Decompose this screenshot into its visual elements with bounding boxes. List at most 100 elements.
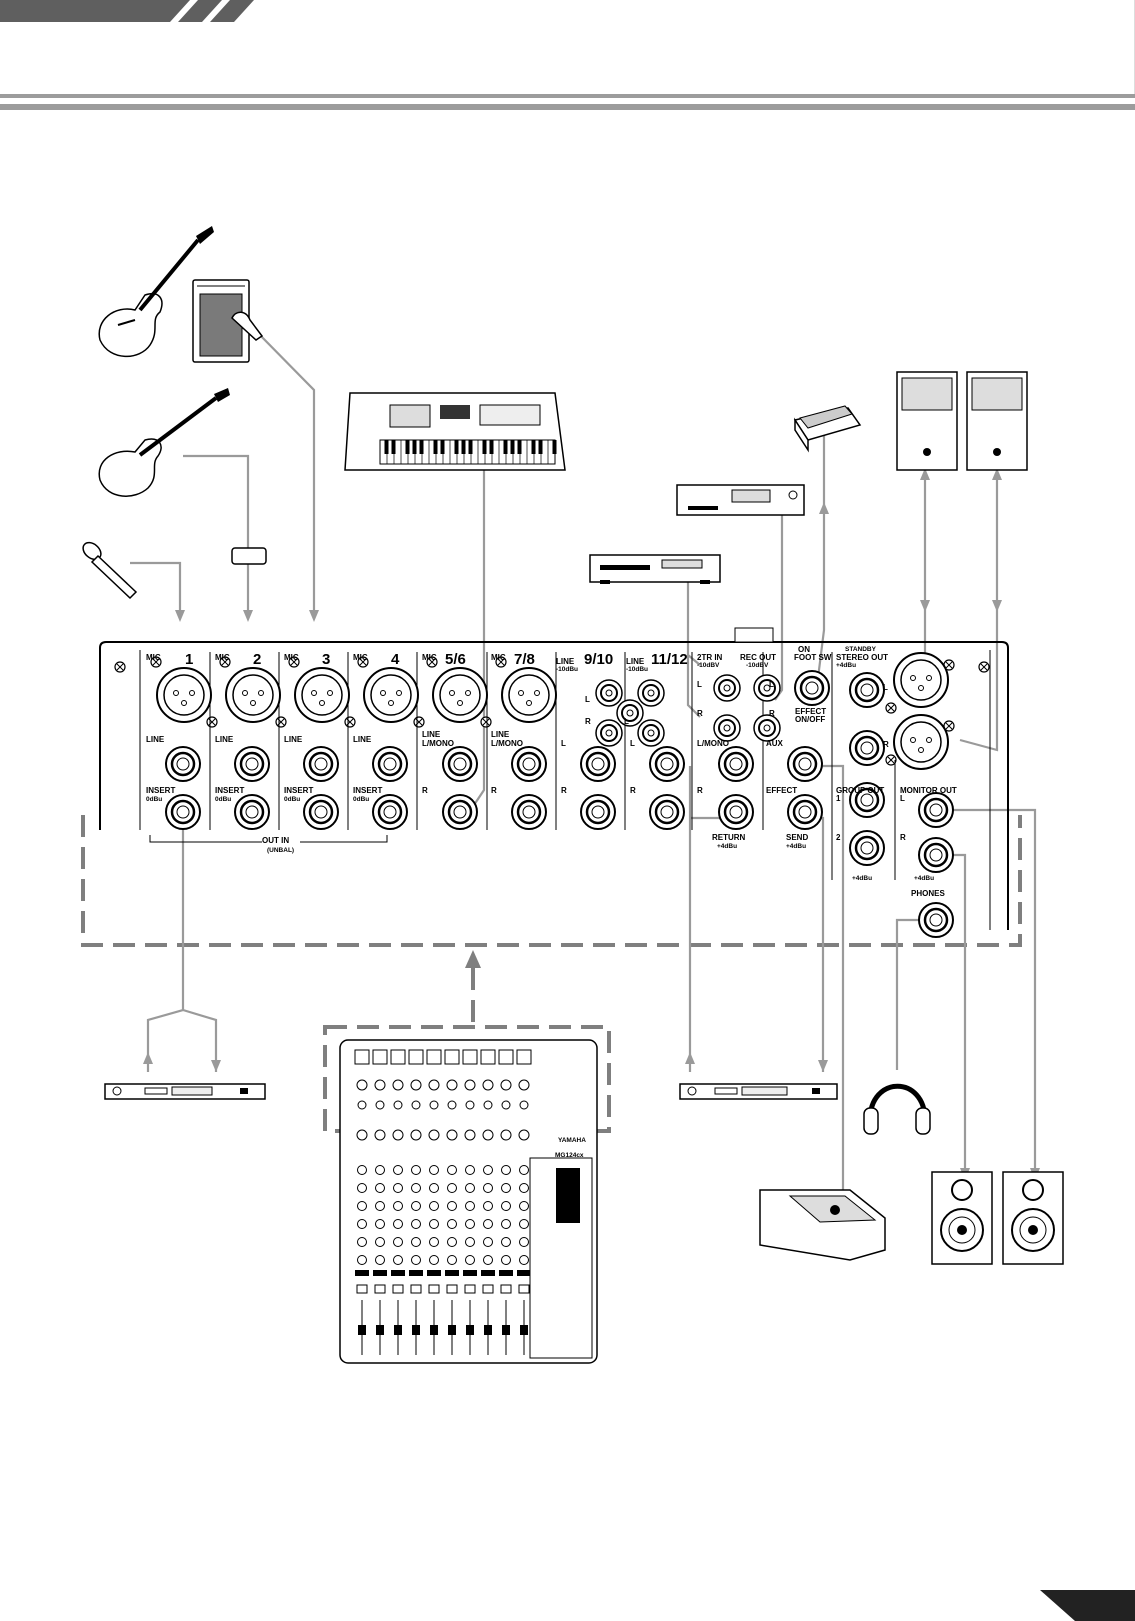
ch1-insert-label: INSERT <box>146 786 175 795</box>
ch1112-l-label: L <box>624 717 629 726</box>
rec-out-r: R <box>769 709 775 718</box>
ch1112-line-r: R <box>630 786 636 795</box>
ch78-lmono-label: L/MONO <box>491 739 523 748</box>
group-out-1: 1 <box>836 794 841 803</box>
ch56-r-label: R <box>422 786 428 795</box>
rec-out-l: L <box>769 680 774 689</box>
foot-sw-effect: EFFECT <box>795 707 826 716</box>
send-level: +4dBu <box>786 843 806 850</box>
ch1112-line-badge: LINE <box>626 657 645 666</box>
pa-speaker-left-icon <box>896 371 958 471</box>
ch1112-number: 11/12 <box>651 651 688 668</box>
return-lmono: L/MONO <box>697 739 729 748</box>
rca-jacks <box>595 674 781 747</box>
mixer-top-view-icon: YAMAHA MG124cx <box>339 1039 598 1364</box>
recorder-icon <box>676 484 805 516</box>
mini-brand-label: YAMAHA <box>558 1137 586 1144</box>
ch2-insert-label: INSERT <box>215 786 244 795</box>
ch4-number: 4 <box>391 651 400 668</box>
ch1112-line-l: L <box>630 739 635 748</box>
stereo-out-r: R <box>883 740 889 749</box>
out-in-label: OUT IN <box>262 836 289 845</box>
unbal-label: (UNBAL) <box>267 847 294 854</box>
ch1-number: 1 <box>185 651 193 668</box>
guitar-amp-icon <box>192 279 250 363</box>
rec-out-level: -10dBV <box>746 662 769 669</box>
monitor-out-l: L <box>900 794 905 803</box>
floor-monitor-icon <box>759 1189 886 1261</box>
cables <box>130 329 1040 1195</box>
ch56-line-label: LINE <box>422 730 441 739</box>
group-out-2: 2 <box>836 833 841 842</box>
ch1112-level: -10dBu <box>626 666 648 673</box>
compressor-rack-icon <box>104 1083 266 1100</box>
ch910-level: -10dBu <box>556 666 578 673</box>
ch3-insert-level: 0dBu <box>284 796 300 803</box>
ch78-r-label: R <box>491 786 497 795</box>
ch78-mic-label: MIC <box>491 653 506 662</box>
foot-sw-on: ON <box>798 645 810 654</box>
effect-processor-rack-icon <box>679 1083 838 1100</box>
ch1-mic-label: MIC <box>146 653 161 662</box>
foot-switch-icon <box>793 405 862 453</box>
dashed-arrow <box>465 950 481 1027</box>
xlr-jacks <box>156 652 949 770</box>
monitor-out-level: +4dBu <box>914 875 934 882</box>
phone-jacks <box>165 670 954 938</box>
ch910-number: 9/10 <box>584 651 613 668</box>
ch4-line-label: LINE <box>353 735 372 744</box>
ch2-line-label: LINE <box>215 735 234 744</box>
group-out-label: GROUP OUT <box>836 786 884 795</box>
standby-label: STANDBY <box>845 646 877 653</box>
mini-model-label: MG124cx <box>555 1152 584 1159</box>
phones-label: PHONES <box>911 889 945 898</box>
stereo-out-label: STEREO OUT <box>836 653 888 662</box>
rear-panel-dashed-box <box>81 815 1022 947</box>
vocal-microphone-icon <box>82 541 138 600</box>
stereo-out-level: +4dBu <box>836 662 856 669</box>
stereo-out-l: L <box>883 683 888 692</box>
headphones-icon <box>863 1083 931 1135</box>
ch56-lmono-label: L/MONO <box>422 739 454 748</box>
ch3-line-label: LINE <box>284 735 303 744</box>
bass-guitar-icon <box>98 388 230 497</box>
monitor-out-r: R <box>900 833 906 842</box>
return-r: R <box>697 786 703 795</box>
ch910-line-r: R <box>561 786 567 795</box>
studio-monitor-left-icon <box>931 1171 993 1265</box>
aux-label: AUX <box>766 739 784 748</box>
electric-guitar-icon <box>98 226 214 358</box>
ch910-line-l: L <box>561 739 566 748</box>
studio-monitor-right-icon <box>1002 1171 1064 1265</box>
send-label: SEND <box>786 833 808 842</box>
ch1-line-label: LINE <box>146 735 165 744</box>
ch2-number: 2 <box>253 651 261 668</box>
header-bar <box>0 0 1135 110</box>
ch56-mic-label: MIC <box>422 653 437 662</box>
2tr-in-l: L <box>697 680 702 689</box>
ch3-number: 3 <box>322 651 330 668</box>
foot-sw-onoff: ON/OFF <box>795 715 825 724</box>
ch4-mic-label: MIC <box>353 653 368 662</box>
ch78-number: 7/8 <box>514 651 535 668</box>
group-out-level: +4dBu <box>852 875 872 882</box>
ch56-number: 5/6 <box>445 651 466 668</box>
rec-out-label: REC OUT <box>740 653 776 662</box>
effect-label: EFFECT <box>766 786 797 795</box>
ch4-insert-label: INSERT <box>353 786 382 795</box>
ch2-insert-level: 0dBu <box>215 796 231 803</box>
2tr-in-level: -10dBV <box>697 662 720 669</box>
return-level: +4dBu <box>717 843 737 850</box>
ch78-line-label: LINE <box>491 730 510 739</box>
ch3-insert-label: INSERT <box>284 786 313 795</box>
channel-labels: MIC 1 MIC 2 MIC 3 MIC 4 MIC 5/6 MIC 7/8 … <box>146 645 957 898</box>
2tr-in-label: 2TR IN <box>697 653 723 662</box>
foot-sw-label: FOOT SW <box>794 653 832 662</box>
pa-speaker-right-icon <box>966 371 1028 471</box>
ch910-r-label: R <box>585 717 591 726</box>
ch4-insert-level: 0dBu <box>353 796 369 803</box>
ch910-line-badge: LINE <box>556 657 575 666</box>
ch2-mic-label: MIC <box>215 653 230 662</box>
